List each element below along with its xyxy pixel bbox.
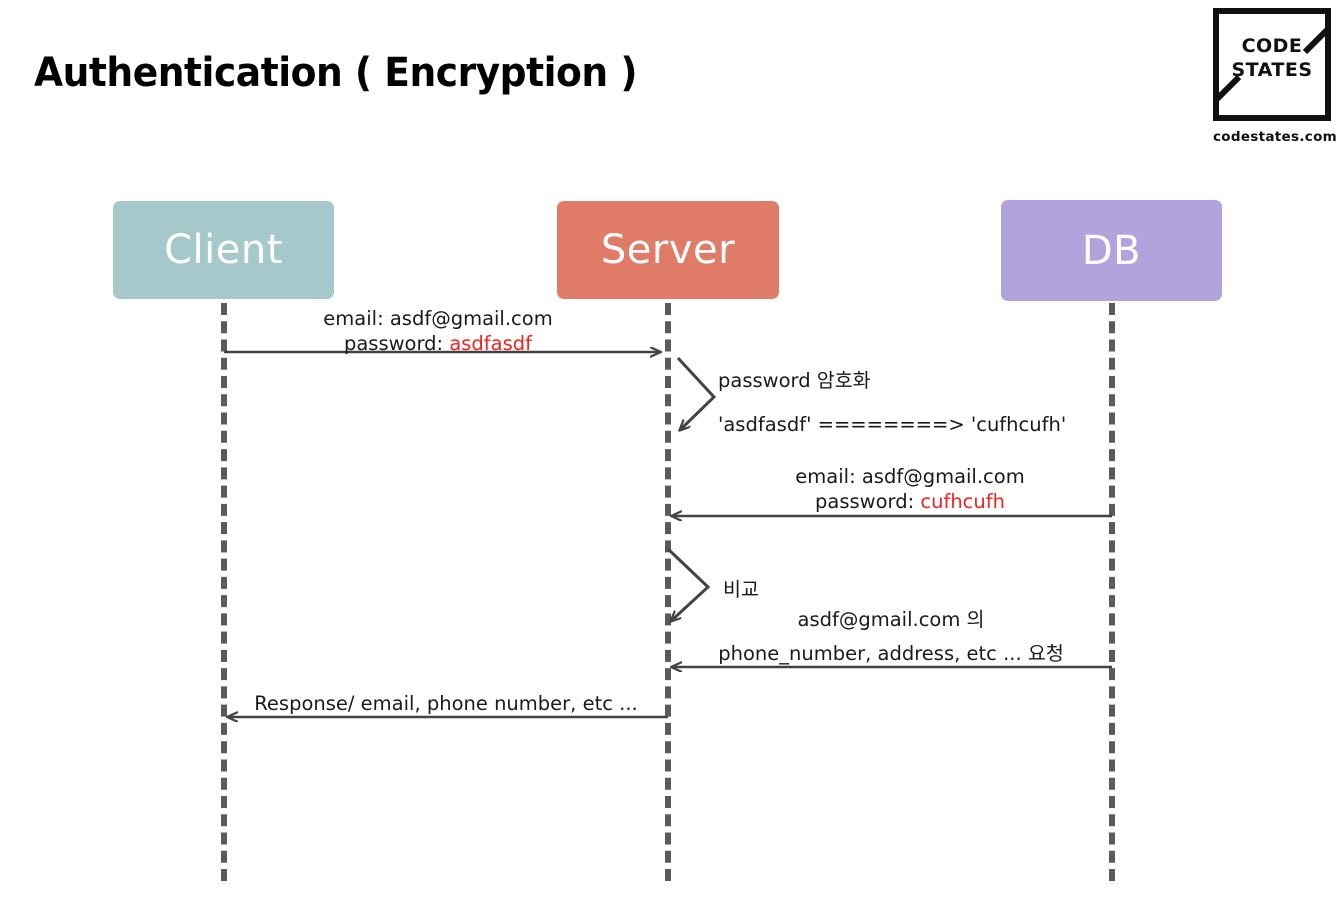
actor-box-db[interactable]: DB bbox=[1001, 200, 1222, 301]
logo-wordmark: CODE STATES bbox=[1219, 35, 1325, 83]
message-label-db-data-request: asdf@gmail.com 의 phone_number, address, … bbox=[718, 607, 1064, 666]
db-data-request-line-1: asdf@gmail.com 의 bbox=[797, 608, 985, 631]
self-call-label-encrypt-password: password 암호화 'asdfasdf' ========> 'cufhc… bbox=[718, 368, 1066, 437]
encrypt-password-line-2: 'asdfasdf' ========> 'cufhcufh' bbox=[718, 413, 1067, 436]
client-response-line-1: Response/ email, phone number, etc ... bbox=[254, 692, 638, 715]
arrow-encrypt-password-loop bbox=[676, 356, 717, 430]
logo-line-1: CODE bbox=[1241, 35, 1303, 57]
lifeline-db bbox=[1109, 303, 1115, 881]
codestates-logo: CODE STATES codestates.com bbox=[1212, 8, 1338, 145]
message-label-client-response: Response/ email, phone number, etc ... bbox=[254, 691, 637, 716]
message-label-login-request: email: asdf@gmail.com password: asdfasdf bbox=[323, 306, 552, 356]
login-request-password-prefix: password: bbox=[343, 332, 450, 355]
encrypt-password-line-1: password 암호화 bbox=[718, 369, 871, 392]
login-request-line-1: email: asdf@gmail.com bbox=[323, 307, 553, 330]
logo-line-2: STATES bbox=[1231, 58, 1313, 81]
arrow-compare-loop bbox=[666, 547, 711, 621]
message-label-db-response: email: asdf@gmail.com password: cufhcufh bbox=[795, 464, 1024, 514]
login-request-password-value: asdfasdf bbox=[449, 332, 533, 355]
self-call-label-compare: 비교 bbox=[723, 577, 759, 602]
lifeline-client bbox=[221, 303, 227, 881]
db-response-line-1: email: asdf@gmail.com bbox=[795, 465, 1025, 488]
db-response-password-prefix: password: bbox=[815, 490, 921, 513]
db-response-password-value: cufhcufh bbox=[920, 490, 1005, 513]
page-title: Authentication ( Encryption ) bbox=[34, 50, 638, 96]
logo-caption: codestates.com bbox=[1213, 129, 1338, 145]
actor-label-server: Server bbox=[600, 227, 736, 273]
actor-label-client: Client bbox=[164, 227, 283, 273]
actor-box-client[interactable]: Client bbox=[113, 201, 334, 299]
db-response-line-2: password: cufhcufh bbox=[795, 489, 1024, 514]
db-data-request-line-2: phone_number, address, etc ... 요청 bbox=[718, 642, 1064, 665]
compare-line-1: 비교 bbox=[723, 578, 759, 601]
actor-label-db: DB bbox=[1081, 227, 1142, 274]
lifeline-server bbox=[665, 303, 671, 881]
login-request-line-2: password: asdfasdf bbox=[323, 331, 552, 356]
logo-frame-icon: CODE STATES bbox=[1212, 8, 1332, 121]
actor-box-server[interactable]: Server bbox=[557, 201, 779, 299]
